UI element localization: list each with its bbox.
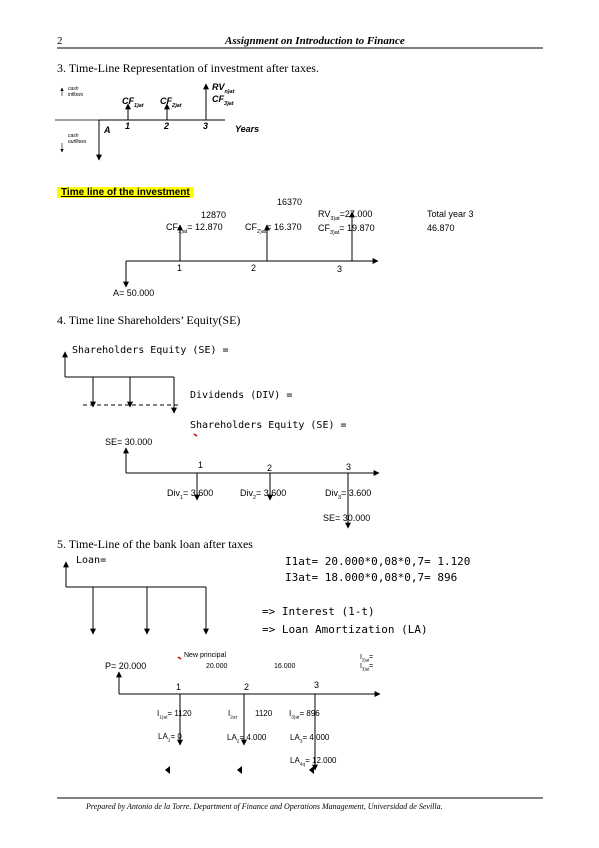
investment-timeline-lines (123, 211, 379, 288)
page-header-title: Assignment on Introduction to Finance (225, 35, 405, 47)
inv-tick-3: 3 (337, 264, 343, 274)
cf1-value: CF1)at= 12.870 (166, 222, 223, 235)
i1-value: I1)at= 1120 (157, 709, 192, 721)
new-principal-2: 16.000 (274, 663, 296, 670)
value-16370: 16370 (277, 197, 303, 207)
div1-value: Div1= 3.600 (167, 488, 214, 501)
loan-label: Loan= (76, 555, 107, 566)
section3-timeline-lines (55, 83, 225, 161)
i2-label: I2at (228, 709, 237, 721)
loan-tick-3: 3 (314, 680, 320, 690)
se3-value: SE= 30.000 (323, 513, 371, 523)
dividends-label: Dividends (DIV) = (190, 390, 293, 401)
la1-value: LA1= 0 (158, 732, 182, 744)
la4-value: LA4q= 12.000 (290, 756, 337, 768)
page-footer: Prepared by Antonio de la Torre. Departm… (86, 802, 443, 811)
tick-2: 2 (164, 121, 170, 131)
i3-value: I3)at= 896 (289, 709, 320, 721)
new-principal-label: New principal (184, 652, 227, 659)
investment-a-value: A= 50.000 (113, 288, 155, 298)
se-label-2: Shareholders Equity (SE) = (190, 420, 347, 431)
new-principal-1: 20.000 (206, 663, 228, 670)
cf2-label: CF2)at (160, 96, 182, 109)
rv-label: RVn)at (212, 82, 235, 95)
interest-formula-1: I1at= 20.000*0,08*0,7= 1.120 (285, 555, 471, 568)
a-label: A (104, 125, 111, 135)
total-year3-label: Total year 3 (427, 209, 474, 219)
la3-value: LA3= 4.000 (290, 733, 330, 745)
cash-inflows-label: cash inflows (68, 86, 84, 98)
cf3-value: CF3)at= 19.870 (318, 223, 375, 236)
tick-3: 3 (203, 121, 209, 131)
cf1-label: CF1)at (122, 96, 144, 109)
rv3-label: RV3)at=27.000 (318, 209, 373, 222)
section5-title: 5. Time-Line of the bank loan after taxe… (57, 537, 253, 551)
interest-note: => Interest (1-t) (262, 605, 375, 618)
section5-schematic-lines (63, 561, 209, 635)
se-tick-3: 3 (346, 462, 352, 472)
cf2-value: CF2)at= 16.370 (245, 222, 302, 235)
cf3-label: CF3)at (212, 94, 234, 107)
years-label: Years (235, 124, 260, 134)
value-12870: 12870 (201, 210, 227, 220)
loan-tick-2: 2 (244, 682, 250, 692)
amortization-note: => Loan Amortization (LA) (262, 623, 428, 636)
loan-timeline-lines (116, 656, 381, 774)
se-timeline-lines (123, 447, 380, 529)
inv-tick-1: 1 (177, 263, 183, 273)
se0-value: SE= 30.000 (105, 437, 153, 447)
inv-tick-2: 2 (251, 263, 257, 273)
page-number: 2 (57, 35, 63, 47)
section4-schematic-lines (62, 351, 198, 437)
i2at-label: I2)at= (360, 654, 374, 663)
se-tick-1: 1 (198, 460, 204, 470)
section3-title: 3. Time-Line Representation of investmen… (57, 61, 319, 75)
investment-heading: Time line of the investment (57, 182, 194, 200)
se-tick-2: 2 (267, 463, 273, 473)
se-label: Shareholders Equity (SE) = (72, 345, 229, 356)
total-year3-value: 46.870 (427, 223, 455, 233)
cash-outflows-label: cash outflows (68, 133, 87, 145)
principal-value: P= 20.000 (105, 661, 147, 671)
div2-value: Div2= 3.600 (240, 488, 287, 501)
tick-1: 1 (125, 121, 131, 131)
i3at-label: I3)at= (360, 663, 374, 672)
la2-value: LA2= 4.000 (227, 733, 267, 745)
loan-tick-1: 1 (176, 682, 182, 692)
i2-value: 1120 (255, 709, 273, 718)
interest-formula-2: I3at= 18.000*0,08*0,7= 896 (285, 571, 458, 584)
div3-value: Div3= 3.600 (325, 488, 372, 501)
section4-title: 4. Time line Shareholders’ Equity(SE) (57, 313, 241, 327)
